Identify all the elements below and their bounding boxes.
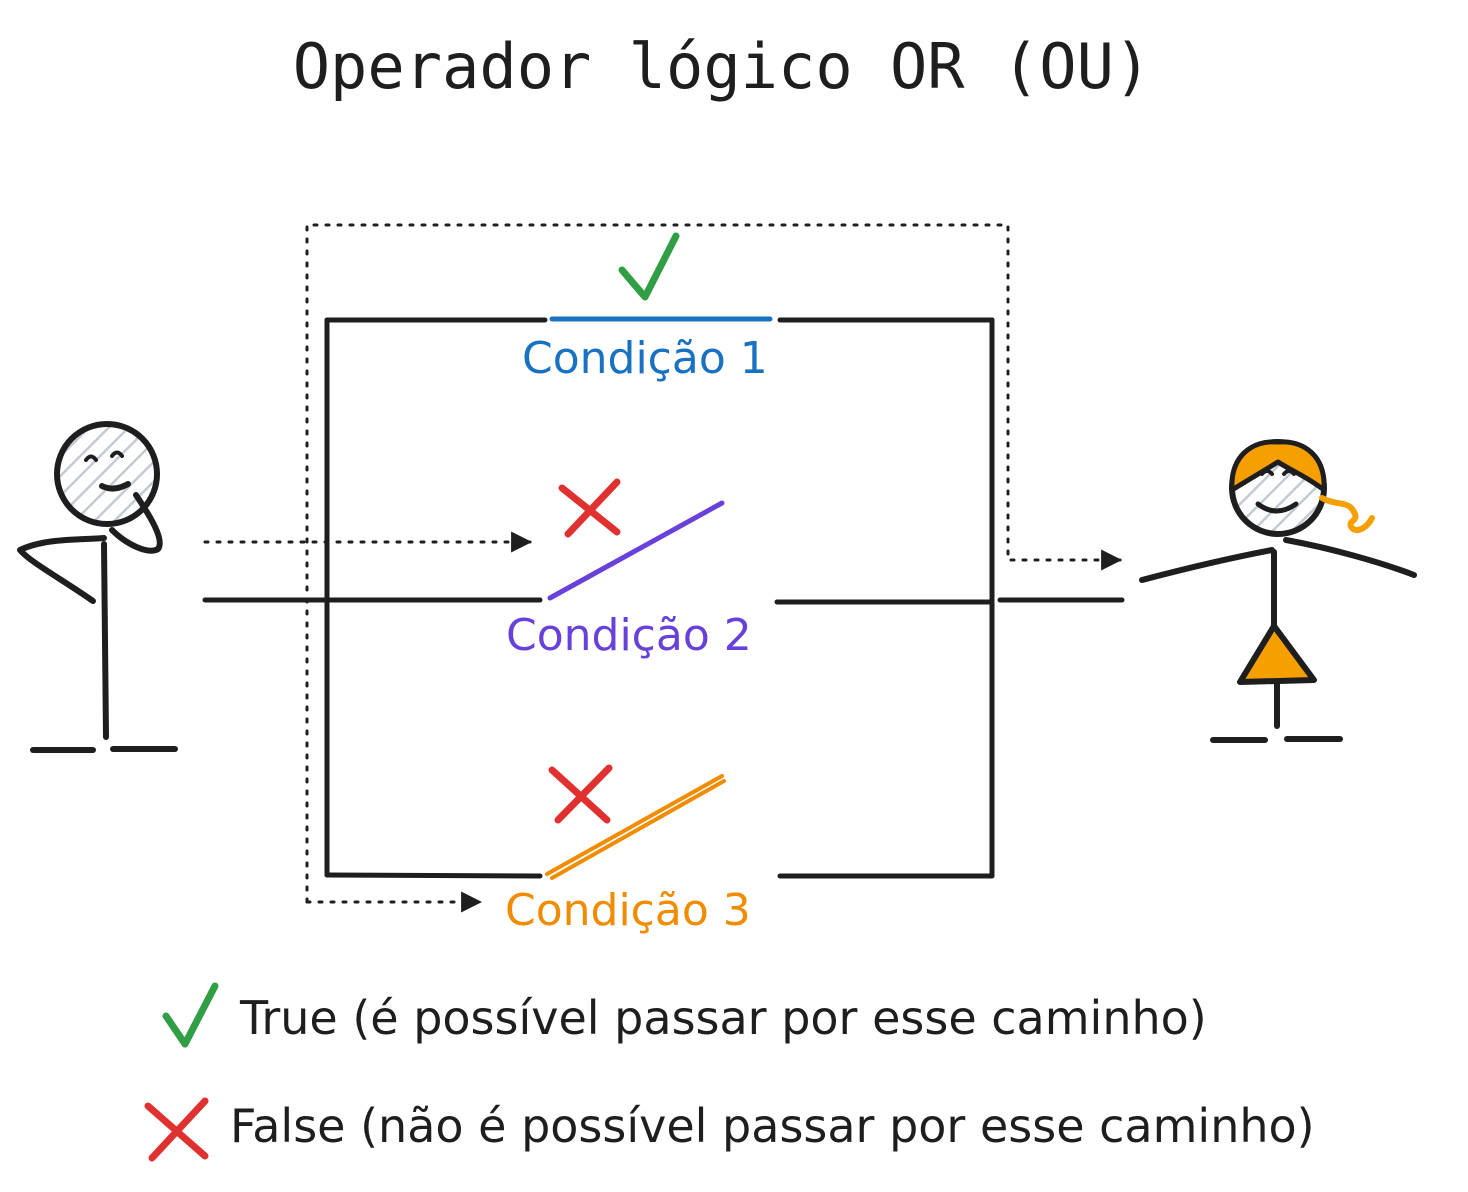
condition-1-label: Condição 1 [522,333,768,384]
checkmark-icon [618,232,680,301]
cross-icon [558,478,621,538]
condition-3-label: Condição 3 [505,885,751,936]
condition-3-switch [545,774,726,880]
condition-2-switch [547,500,725,601]
legend-cross-icon [144,1097,209,1162]
diagram-title: Operador lógico OR (OU) [293,30,1152,103]
circuit-frame [202,317,1125,879]
girl-figure [1139,439,1417,743]
legend-true-text: True (é possível passar por esse caminho… [239,991,1207,1045]
condition-2-label: Condição 2 [506,610,752,661]
cross-icon [548,764,613,824]
legend-false-text: False (não é possível passar por esse ca… [230,1099,1315,1153]
dotted-path [203,223,1123,913]
thinking-person-figure [17,421,178,753]
legend-checkmark-icon [162,982,219,1048]
